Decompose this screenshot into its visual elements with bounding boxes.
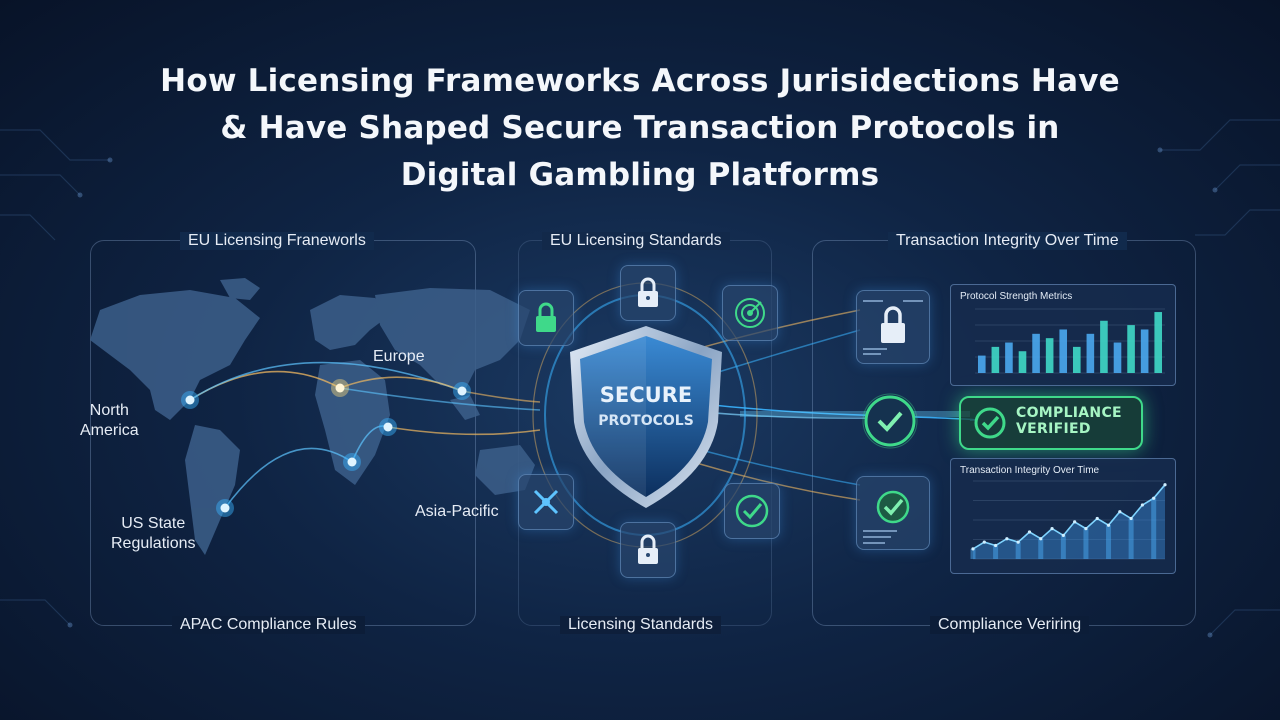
region-europe: Europe — [373, 348, 425, 365]
region-asia-pacific: Asia-Pacific — [415, 503, 499, 520]
protocol-strength-panel: Protocol Strength Metrics — [950, 284, 1176, 386]
region-us-state-line2: Regulations — [111, 535, 196, 552]
right-top-label: Transaction Integrity Over Time — [888, 232, 1127, 250]
lock-icon — [638, 277, 658, 307]
page-title: How Licensing Frameworks Across Juriside… — [60, 58, 1220, 199]
point — [1163, 483, 1167, 487]
bar — [1127, 325, 1135, 373]
check-icon — [863, 490, 910, 544]
tile-lock-green — [518, 290, 574, 346]
point — [1027, 530, 1032, 534]
bar — [1083, 528, 1089, 559]
area-fill — [973, 484, 1165, 559]
bar — [991, 346, 1000, 373]
bar — [993, 545, 999, 559]
bar — [1128, 518, 1134, 559]
point — [1061, 533, 1065, 537]
tile-lock-top — [620, 265, 676, 321]
point — [971, 547, 975, 551]
bar — [1100, 320, 1108, 373]
right-bottom-label: Compliance Veriring — [930, 616, 1090, 634]
shield-line-1: SECURE — [600, 383, 692, 407]
tools-icon — [533, 489, 559, 515]
bar — [1113, 342, 1122, 373]
series-line — [972, 484, 1166, 550]
tile-lock-bottom — [620, 522, 676, 578]
lock-icon — [863, 300, 923, 355]
bar — [970, 548, 976, 559]
bar — [1038, 538, 1044, 559]
title-line-2: & Have Shaped Secure Transaction Protoco… — [220, 110, 1060, 146]
point — [1118, 510, 1122, 514]
point — [1140, 503, 1145, 507]
tile-tools — [518, 474, 574, 530]
point — [1152, 496, 1156, 500]
badge-line-2: VERIFIED — [1016, 421, 1091, 437]
point — [1129, 516, 1133, 521]
point — [1016, 540, 1020, 544]
doc-tile-lock — [856, 290, 930, 364]
region-north-america-line1: North — [89, 402, 129, 419]
shield-line-2: PROTOCOLS — [598, 413, 694, 429]
title-line-3: Digital Gambling Platforms — [400, 157, 880, 193]
point — [1095, 516, 1099, 521]
point — [1084, 527, 1088, 531]
bar — [1060, 535, 1066, 559]
protocol-strength-title: Protocol Strength Metrics — [960, 291, 1073, 302]
bar — [1140, 329, 1149, 373]
bar — [1015, 542, 1021, 559]
lock-icon — [536, 302, 556, 332]
bar — [1005, 342, 1013, 373]
check-icon — [735, 494, 769, 528]
center-bottom-label: Licensing Standards — [560, 616, 721, 634]
bar — [1045, 338, 1054, 373]
bar — [1072, 346, 1081, 373]
doc-tile-check — [856, 476, 930, 550]
bar — [1032, 333, 1040, 373]
point — [1050, 527, 1054, 531]
point — [982, 540, 986, 544]
transaction-integrity-panel: Transaction Integrity Over Time — [950, 458, 1176, 574]
point — [1039, 537, 1043, 541]
bar — [1154, 312, 1163, 373]
bar — [1106, 525, 1112, 559]
center-top-label: EU Licensing Standards — [542, 232, 730, 250]
tile-check-center — [724, 483, 780, 539]
region-north-america-line2: America — [80, 422, 139, 439]
tile-target — [722, 285, 778, 341]
point — [1073, 520, 1077, 524]
point — [1005, 537, 1009, 541]
title-line-1: How Licensing Frameworks Across Juriside… — [160, 63, 1120, 99]
check-circle-icon — [974, 407, 1006, 439]
bar — [977, 355, 986, 373]
region-north-america: North America — [80, 401, 139, 441]
world-map — [90, 278, 540, 555]
region-us-state-line1: US State — [121, 515, 186, 532]
transaction-integrity-title: Transaction Integrity Over Time — [960, 465, 1100, 476]
bar — [1018, 351, 1027, 373]
target-icon — [735, 298, 765, 328]
region-us-state: US State Regulations — [111, 514, 196, 554]
shield-icon: SECURE PROTOCOLS — [570, 326, 722, 508]
bar — [1059, 329, 1068, 373]
point — [1106, 523, 1111, 527]
bar — [1086, 333, 1095, 373]
compliance-verified-badge: COMPLIANCE VERIFIED — [959, 396, 1143, 450]
bar — [1151, 498, 1157, 559]
lock-icon — [638, 534, 658, 564]
verified-check-icon — [862, 393, 918, 449]
left-bottom-label: APAC Compliance Rules — [172, 616, 365, 634]
transaction-integrity-chart — [970, 480, 1167, 560]
left-top-label: EU Licensing Franeworls — [180, 232, 374, 250]
protocol-strength-chart — [975, 308, 1165, 374]
point — [993, 543, 998, 548]
badge-line-1: COMPLIANCE — [1016, 405, 1122, 421]
